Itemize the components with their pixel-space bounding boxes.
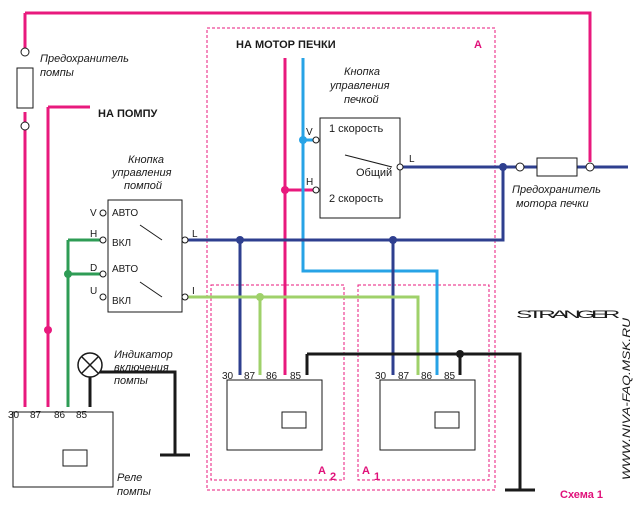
heater-button-label-2: управления	[329, 80, 390, 92]
relay-pump-pin-87: 87	[30, 410, 42, 421]
relay-a2-pin-30: 30	[222, 371, 234, 382]
ground-wires	[88, 352, 535, 492]
power-wires	[23, 11, 592, 407]
zone-a2-outline	[210, 284, 345, 481]
common-label: Общий	[356, 167, 392, 179]
heater-fuse	[515, 157, 595, 177]
zone-a2-label: A	[318, 465, 326, 477]
pump-button-label-3: помпой	[124, 180, 162, 192]
auto-wires	[188, 295, 420, 375]
pump-fuse-label-2: помпы	[40, 67, 74, 79]
pump-relay	[12, 411, 114, 488]
pump-on-wires	[66, 238, 100, 407]
to-pump-label: НА ПОМПУ	[98, 108, 157, 120]
relay-label-2: помпы	[117, 486, 151, 498]
indicator-label-1: Индикатор	[114, 349, 173, 361]
zone-a1-outline	[357, 284, 490, 481]
relay-a2-pin-86: 86	[266, 371, 278, 382]
relay-a1-pin-86: 86	[421, 371, 433, 382]
scheme-label: Схема 1	[560, 489, 603, 501]
relay-a1	[379, 379, 476, 451]
relay-a2-pin-85: 85	[290, 371, 302, 382]
heater-button-label-3: печкой	[344, 94, 379, 106]
speed2-label: 2 скорость	[329, 193, 384, 205]
zone-a1-label: A	[362, 465, 370, 477]
pin-d-pump: D	[90, 263, 97, 274]
relay-pump-pin-30: 30	[8, 410, 20, 421]
indicator-lamp	[77, 352, 103, 378]
pump-fuse	[16, 47, 34, 131]
relay-a2	[226, 379, 323, 451]
relay-a1-pin-30: 30	[375, 371, 387, 382]
zone-a-label: A	[474, 39, 482, 51]
pump-button	[99, 199, 189, 313]
relay-pump-pin-85: 85	[76, 410, 88, 421]
pin-v-pump: V	[90, 208, 97, 219]
heater-button	[312, 117, 404, 219]
junction-dots	[44, 136, 507, 358]
indicator-label-2: включения	[114, 362, 169, 374]
pin-h-pump: H	[90, 229, 97, 240]
pump-fuse-label-1: Предохранитель	[40, 53, 129, 65]
pin-h-heater: H	[306, 177, 313, 188]
pin-u-pump: U	[90, 286, 97, 297]
pin-i-pump: I	[192, 286, 195, 297]
indicator-label-3: помпы	[114, 375, 148, 387]
zone-a1-subscript: 1	[374, 471, 380, 483]
speed1-label: 1 скорость	[329, 123, 384, 135]
pin-l-heater: L	[409, 154, 415, 165]
relay-a1-pin-85: 85	[444, 371, 456, 382]
heater-fuse-label-1: Предохранитель	[512, 184, 601, 196]
pos-avto-1: АВТО	[112, 208, 138, 219]
to-heater-motor-label: НА МОТОР ПЕЧКИ	[236, 39, 336, 51]
relay-pump-pin-86: 86	[54, 410, 66, 421]
relay-a1-pin-87: 87	[398, 371, 410, 382]
stranger-logo: STRANGER	[516, 309, 621, 321]
heater-fuse-label-2: мотора печки	[516, 198, 589, 210]
zone-a2-subscript: 2	[330, 471, 336, 483]
pin-v-heater: V	[306, 127, 313, 138]
pos-vkl-1: ВКЛ	[112, 238, 131, 249]
heater-button-label-1: Кнопка	[344, 66, 380, 78]
relay-label-1: Реле	[117, 472, 142, 484]
pin-l-pump: L	[192, 229, 198, 240]
pump-button-label-1: Кнопка	[128, 154, 164, 166]
pump-button-label-2: управления	[111, 167, 172, 179]
website-label: WWW.NIVA-FAQ.MSK.RU	[621, 318, 633, 480]
pos-avto-2: АВТО	[112, 264, 138, 275]
relay-a2-pin-87: 87	[244, 371, 256, 382]
pos-vkl-2: ВКЛ	[112, 296, 131, 307]
